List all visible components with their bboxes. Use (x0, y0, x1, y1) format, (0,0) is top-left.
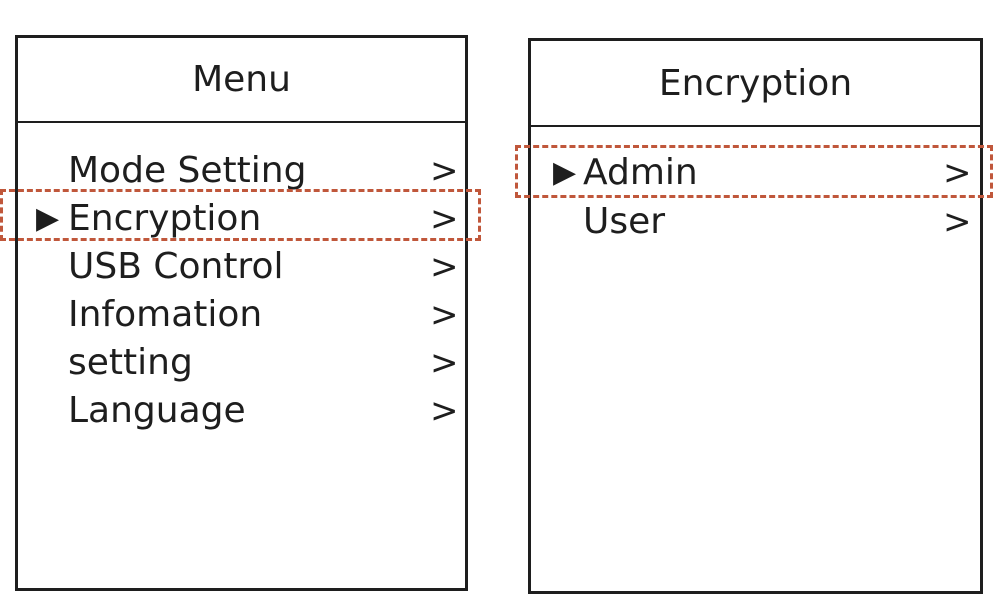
chevron-right-icon: > (430, 151, 459, 191)
chevron-right-icon: > (430, 343, 459, 383)
encryption-panel: Encryption ▶ Admin > User > (528, 38, 983, 594)
menu-item-label: setting (68, 342, 193, 383)
encryption-title: Encryption (658, 62, 853, 104)
menu-item-language[interactable]: Language > (18, 387, 465, 435)
chevron-right-icon: > (430, 199, 459, 239)
menu-item-encryption[interactable]: ▶ Encryption > (18, 195, 465, 243)
chevron-right-icon: > (943, 202, 972, 242)
encryption-item-user[interactable]: User > (531, 198, 980, 246)
encryption-item-label: Admin (583, 152, 698, 193)
selection-pointer-icon: ▶ (553, 155, 577, 190)
menu-item-label: Infomation (68, 294, 263, 335)
menu-item-label: Encryption (68, 198, 262, 239)
selection-pointer-icon: ▶ (36, 201, 60, 236)
menu-title: Menu (192, 59, 291, 100)
chevron-right-icon: > (943, 153, 972, 193)
menu-item-mode-setting[interactable]: Mode Setting > (18, 147, 465, 195)
chevron-right-icon: > (430, 247, 459, 287)
menu-item-label: USB Control (68, 246, 284, 287)
chevron-right-icon: > (430, 391, 459, 431)
menu-item-label: Mode Setting (68, 150, 307, 191)
menu-item-label: Language (68, 390, 246, 431)
menu-item-setting[interactable]: setting > (18, 339, 465, 387)
encryption-header: Encryption (531, 41, 980, 127)
menu-item-usb-control[interactable]: USB Control > (18, 243, 465, 291)
encryption-item-admin[interactable]: ▶ Admin > (531, 149, 980, 197)
menu-item-infomation[interactable]: Infomation > (18, 291, 465, 339)
chevron-right-icon: > (430, 295, 459, 335)
menu-header: Menu (18, 38, 465, 123)
menu-panel: Menu Mode Setting > ▶ Encryption > USB C… (15, 35, 468, 591)
encryption-item-label: User (583, 201, 666, 242)
